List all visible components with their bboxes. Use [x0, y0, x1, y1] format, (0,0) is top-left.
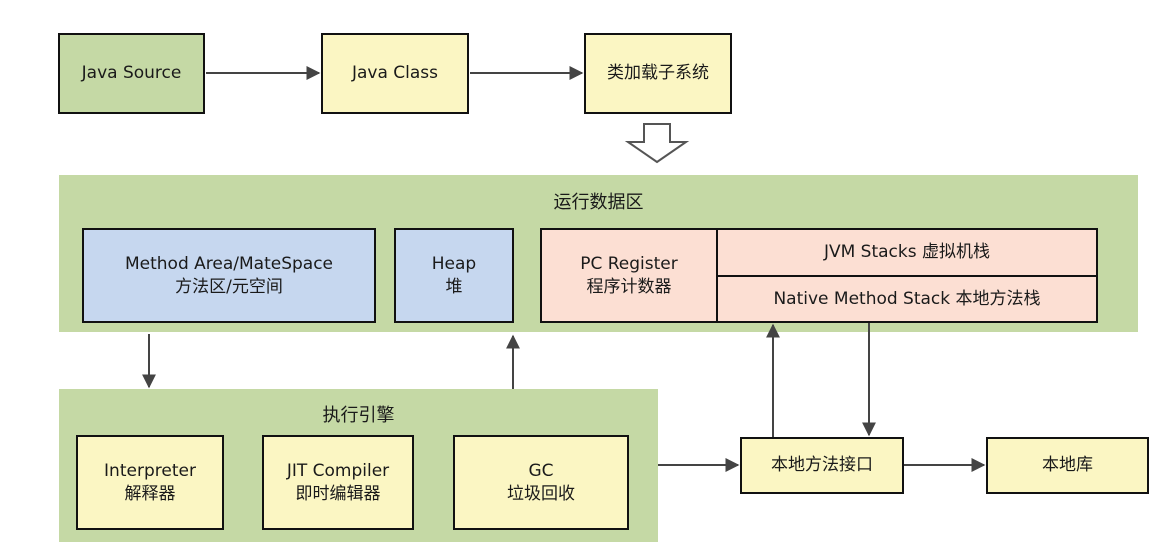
execution-engine-title: 执行引擎: [322, 405, 395, 426]
method-area-label-en: Method Area/MateSpace: [124, 254, 334, 275]
java-source-node: Java Source: [58, 33, 205, 114]
method-area-node: Method Area/MateSpace 方法区/元空间: [82, 228, 376, 323]
heap-node: Heap 堆: [394, 228, 514, 323]
java-source-label: Java Source: [81, 63, 182, 84]
jit-compiler-node: JIT Compiler 即时编辑器: [262, 435, 414, 530]
native-interface-label: 本地方法接口: [771, 455, 873, 476]
class-loader-label: 类加载子系统: [607, 63, 709, 84]
heap-label-en: Heap: [431, 254, 477, 275]
interpreter-label-en: Interpreter: [104, 461, 196, 482]
pc-register-label-zh: 程序计数器: [586, 276, 672, 297]
class-loader-node: 类加载子系统: [584, 33, 732, 114]
gc-label-zh: 垃圾回收: [507, 483, 575, 504]
interpreter-node: Interpreter 解释器: [76, 435, 224, 530]
native-library-label: 本地库: [1042, 455, 1093, 476]
native-method-stack-node: Native Method Stack 本地方法栈: [716, 275, 1098, 323]
method-area-label-zh: 方法区/元空间: [175, 276, 283, 297]
jit-compiler-label-zh: 即时编辑器: [295, 483, 381, 504]
runtime-data-area-title: 运行数据区: [553, 192, 644, 213]
gc-node: GC 垃圾回收: [453, 435, 629, 530]
jvm-stacks-label: JVM Stacks 虚拟机栈: [823, 242, 991, 263]
gc-label-en: GC: [528, 461, 554, 482]
jit-compiler-label-en: JIT Compiler: [286, 461, 390, 482]
interpreter-label-zh: 解释器: [124, 483, 176, 504]
native-library-node: 本地库: [986, 437, 1149, 494]
native-interface-node: 本地方法接口: [740, 437, 904, 494]
hollow-down-arrow: [624, 123, 690, 164]
heap-label-zh: 堆: [445, 276, 463, 297]
jvm-stacks-node: JVM Stacks 虚拟机栈: [716, 228, 1098, 277]
java-class-label: Java Class: [351, 63, 439, 84]
java-class-node: Java Class: [321, 33, 469, 114]
pc-register-label-en: PC Register: [580, 254, 678, 275]
native-method-stack-label: Native Method Stack 本地方法栈: [773, 288, 1041, 309]
pc-register-node: PC Register 程序计数器: [540, 228, 718, 323]
